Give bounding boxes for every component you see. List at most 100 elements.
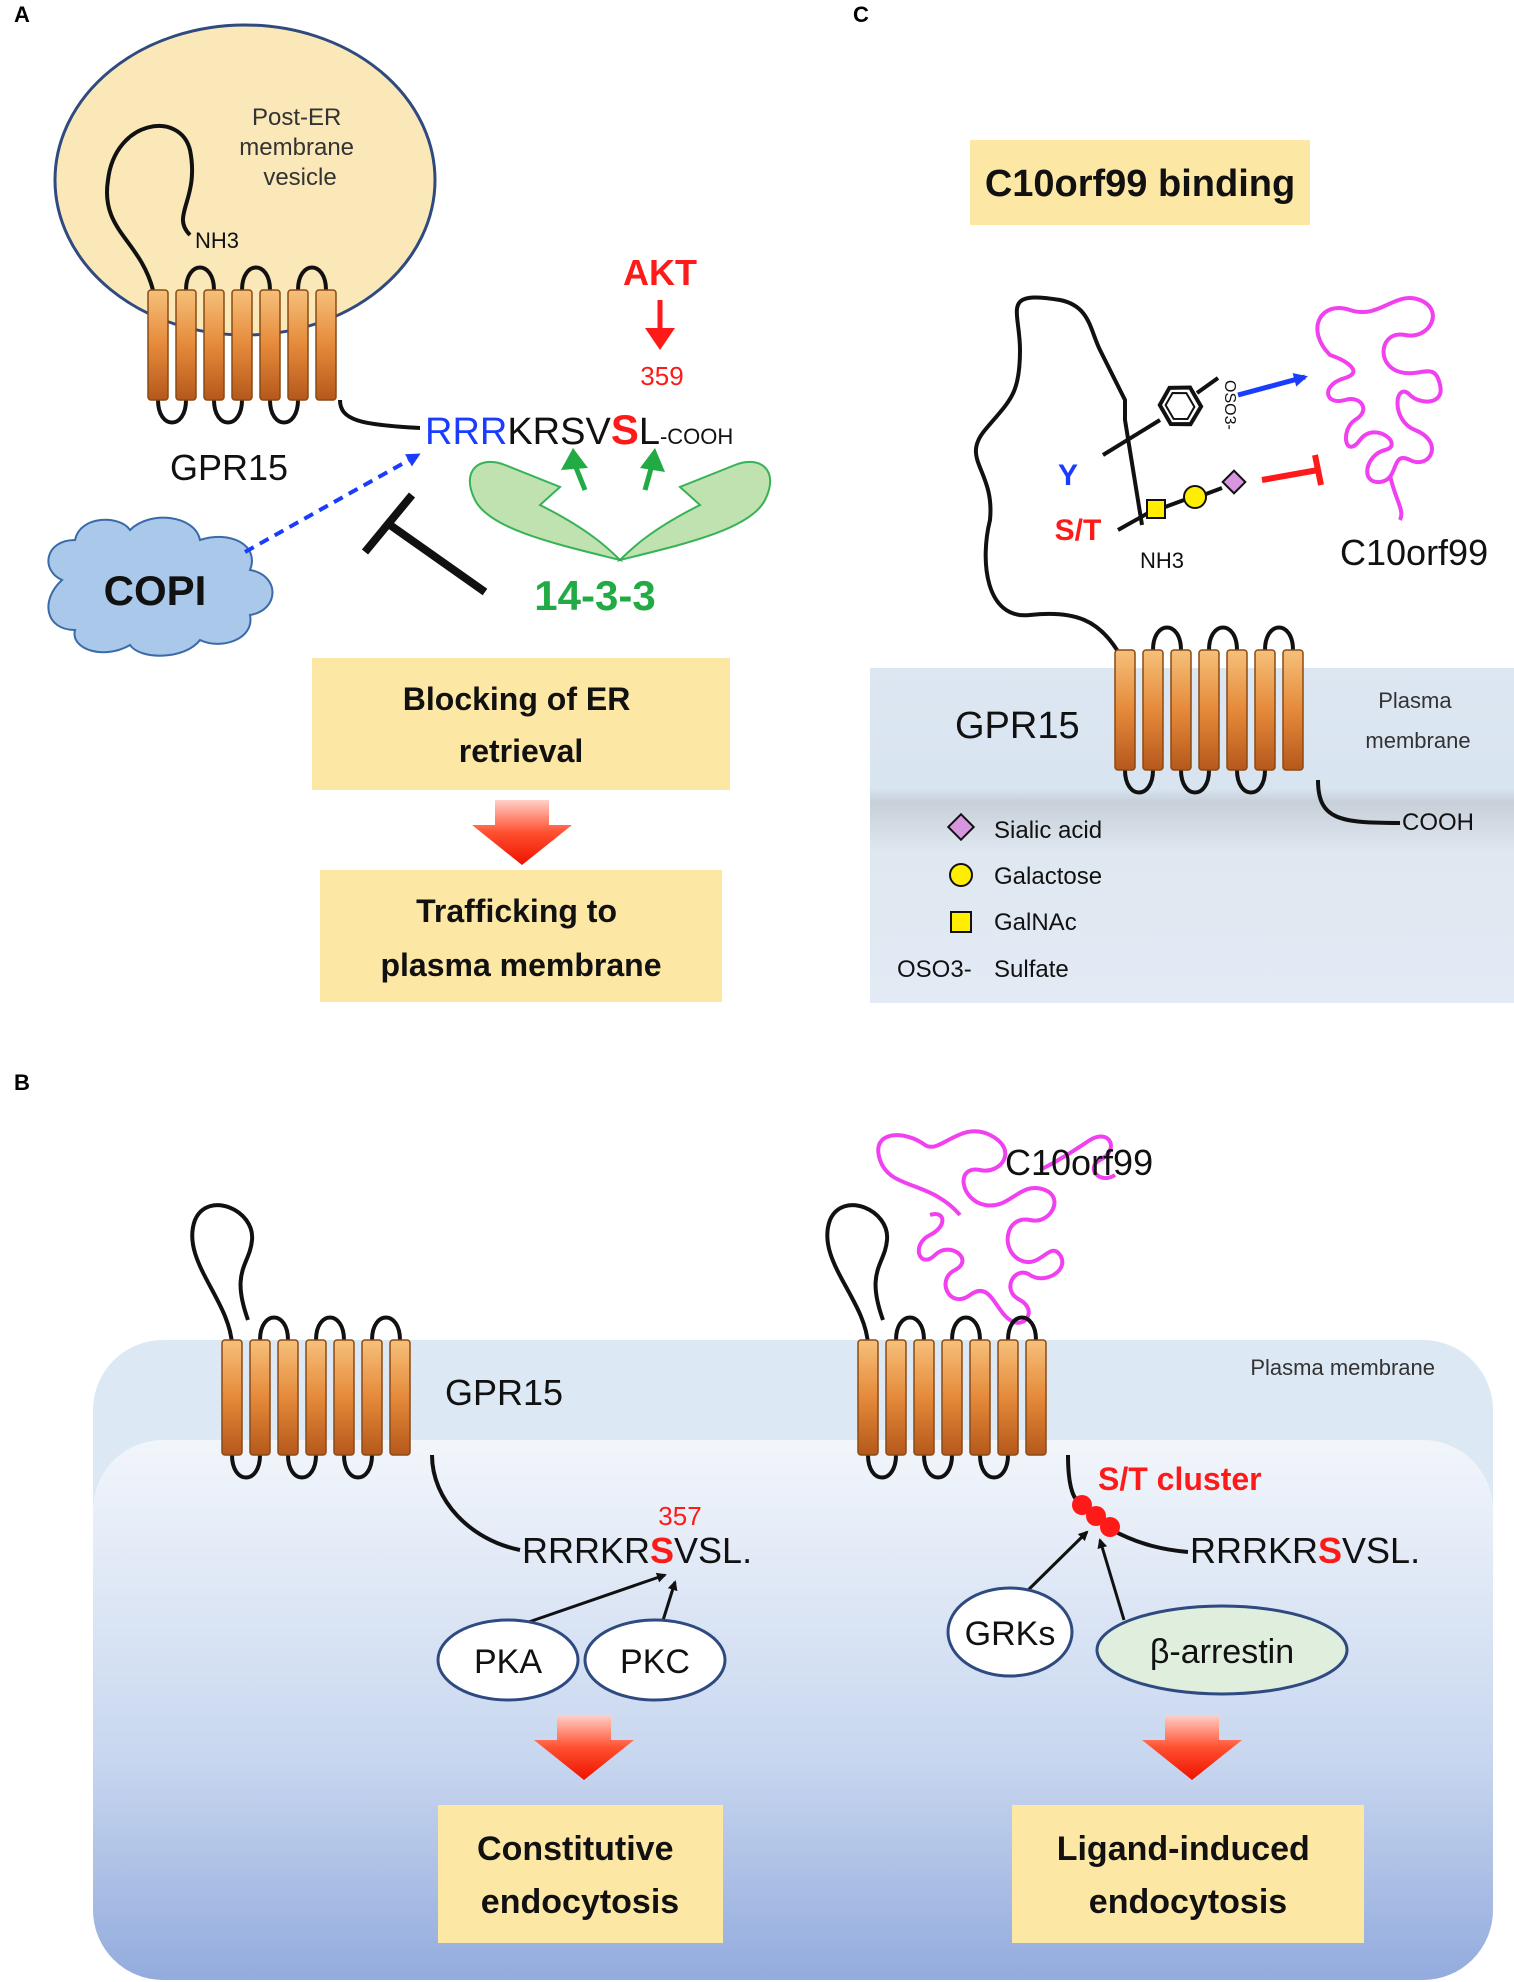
down-arrow-b-left <box>534 1715 634 1780</box>
pka-label: PKA <box>474 1643 542 1681</box>
glycan-link-1 <box>1117 510 1151 532</box>
a-loop-5 <box>268 399 300 425</box>
b-left-helix-2 <box>249 1339 271 1456</box>
legend-sulfate: Sulfate <box>994 956 1069 983</box>
legend-galnac-icon <box>950 911 972 933</box>
c-loop-1 <box>1123 769 1155 795</box>
arrestin-ellipse <box>1095 1604 1349 1696</box>
trafficking-text: Trafficking to plasma membrane <box>380 893 661 983</box>
tyrosine-ring-inner <box>1164 392 1196 420</box>
b-right-helix-5 <box>969 1339 991 1456</box>
sequence-a: RRRKRSVSL-COOH <box>425 406 733 453</box>
legend-sialic-icon <box>946 812 976 842</box>
b-left-helix-3 <box>277 1339 299 1456</box>
residue-357: 357 <box>658 1501 701 1531</box>
c-loop-5 <box>1235 769 1267 795</box>
panel-label-c: C <box>853 2 869 27</box>
b-left-loop-3 <box>286 1454 318 1480</box>
b-left-helix-7 <box>389 1339 411 1456</box>
legend-sulfate-symbol: OSO3- <box>897 956 972 983</box>
b-right-helix-7 <box>1025 1339 1047 1456</box>
copi-label: COPI <box>104 567 207 614</box>
tyrosine-stalk <box>1101 418 1162 457</box>
galnac-symbol-c <box>1146 499 1166 519</box>
c10orf99-protein-b <box>876 1129 1117 1325</box>
a-helix-4 <box>231 289 253 401</box>
st-label-c: S/T <box>1055 514 1102 547</box>
sulfate-binding-arrow <box>1237 373 1308 398</box>
transmembrane-helices-b-left <box>221 1315 411 1480</box>
blocking-box <box>312 658 730 790</box>
nh3-label-c: NH3 <box>1140 548 1184 573</box>
a-loop-1 <box>156 399 188 425</box>
copi-cloud <box>47 516 274 657</box>
a-helix-5 <box>259 289 281 401</box>
a-helix-7 <box>315 289 337 401</box>
tyrosine-link <box>1195 376 1220 395</box>
b-right-loop-6 <box>1006 1315 1038 1341</box>
constitutive-text: Constitutive endocytosis <box>477 1830 683 1921</box>
pkc-ellipse <box>583 1618 727 1702</box>
grks-ellipse <box>946 1586 1074 1678</box>
b-right-helix-2 <box>885 1339 907 1456</box>
post-er-vesicle <box>53 23 437 337</box>
transmembrane-helices-b-right <box>857 1315 1047 1480</box>
b-left-helix-4 <box>305 1339 327 1456</box>
c-loop-2 <box>1151 625 1183 651</box>
grks-label: GRKs <box>965 1615 1056 1653</box>
c-helix-1 <box>1114 649 1136 771</box>
panel-a: A Post-ER membrane vesicle NH3 GPR15 AKT… <box>14 2 772 1002</box>
n-terminus-a <box>104 124 195 291</box>
c-helix-6 <box>1254 649 1276 771</box>
down-arrow-b-right <box>1142 1715 1242 1780</box>
c-helix-4 <box>1198 649 1220 771</box>
b-left-helix-6 <box>361 1339 383 1456</box>
c10orf99-protein-c <box>1315 296 1443 521</box>
c-tail-a <box>338 399 421 430</box>
panel-c: C C10orf99 binding Plasma membrane GPR15… <box>853 2 1514 1003</box>
st-cluster-label: S/T cluster <box>1098 1461 1262 1497</box>
plasma-membrane-c <box>870 668 1514 1003</box>
sequence-b-right: RRRKRSVSL. <box>1190 1530 1420 1571</box>
akt-label: AKT <box>623 252 697 293</box>
protein-14-3-3-right <box>616 460 772 562</box>
transmembrane-helices-a <box>147 265 337 425</box>
c10orf99-binding-title: C10orf99 binding <box>985 163 1295 205</box>
nh3-label-a: NH3 <box>195 228 239 253</box>
c10orf99-label-b: C10orf99 <box>1005 1142 1153 1183</box>
b-right-loop-3 <box>922 1454 954 1480</box>
a-helix-1 <box>147 289 169 401</box>
b-left-loop-1 <box>230 1454 262 1480</box>
cooh-label-c: COOH <box>1402 809 1474 836</box>
a-helix-3 <box>203 289 225 401</box>
panel-label-a: A <box>14 2 30 27</box>
st-residue-3 <box>1100 1517 1120 1537</box>
c-helix-5 <box>1226 649 1248 771</box>
inhibition-bar-a <box>361 492 416 555</box>
residue-359: 359 <box>640 361 683 391</box>
ligand-induced-text: Ligand-induced endocytosis <box>1057 1830 1320 1921</box>
binding-arrow-1 <box>572 464 588 491</box>
plasma-membrane-label-b: Plasma membrane <box>1250 1355 1435 1380</box>
b-right-loop-4 <box>950 1315 982 1341</box>
b-right-helix-4 <box>941 1339 963 1456</box>
arrestin-label: β-arrestin <box>1150 1633 1294 1671</box>
gpr15-label-a: GPR15 <box>170 447 288 488</box>
b-left-loop-5 <box>342 1454 374 1480</box>
panel-label-b: B <box>14 1070 30 1095</box>
b-right-loop-1 <box>866 1454 898 1480</box>
b-right-helix-6 <box>997 1339 1019 1456</box>
a-loop-4 <box>240 265 272 291</box>
ligand-induced-box <box>1012 1805 1364 1943</box>
pka-arrow <box>519 1572 667 1627</box>
pka-ellipse <box>436 1618 580 1702</box>
inhibition-line-a <box>387 521 488 596</box>
st-residue-1 <box>1072 1495 1092 1515</box>
b-right-helix-3 <box>913 1339 935 1456</box>
akt-arrow-head <box>645 328 675 350</box>
n-terminus-b-left <box>190 1203 255 1346</box>
plasma-membrane-label-c: Plasma membrane <box>1365 688 1470 753</box>
pkc-label: PKC <box>620 1643 690 1681</box>
legend-c: Sialic acid Galactose GalNAc OSO3- Sulfa… <box>897 812 1102 983</box>
